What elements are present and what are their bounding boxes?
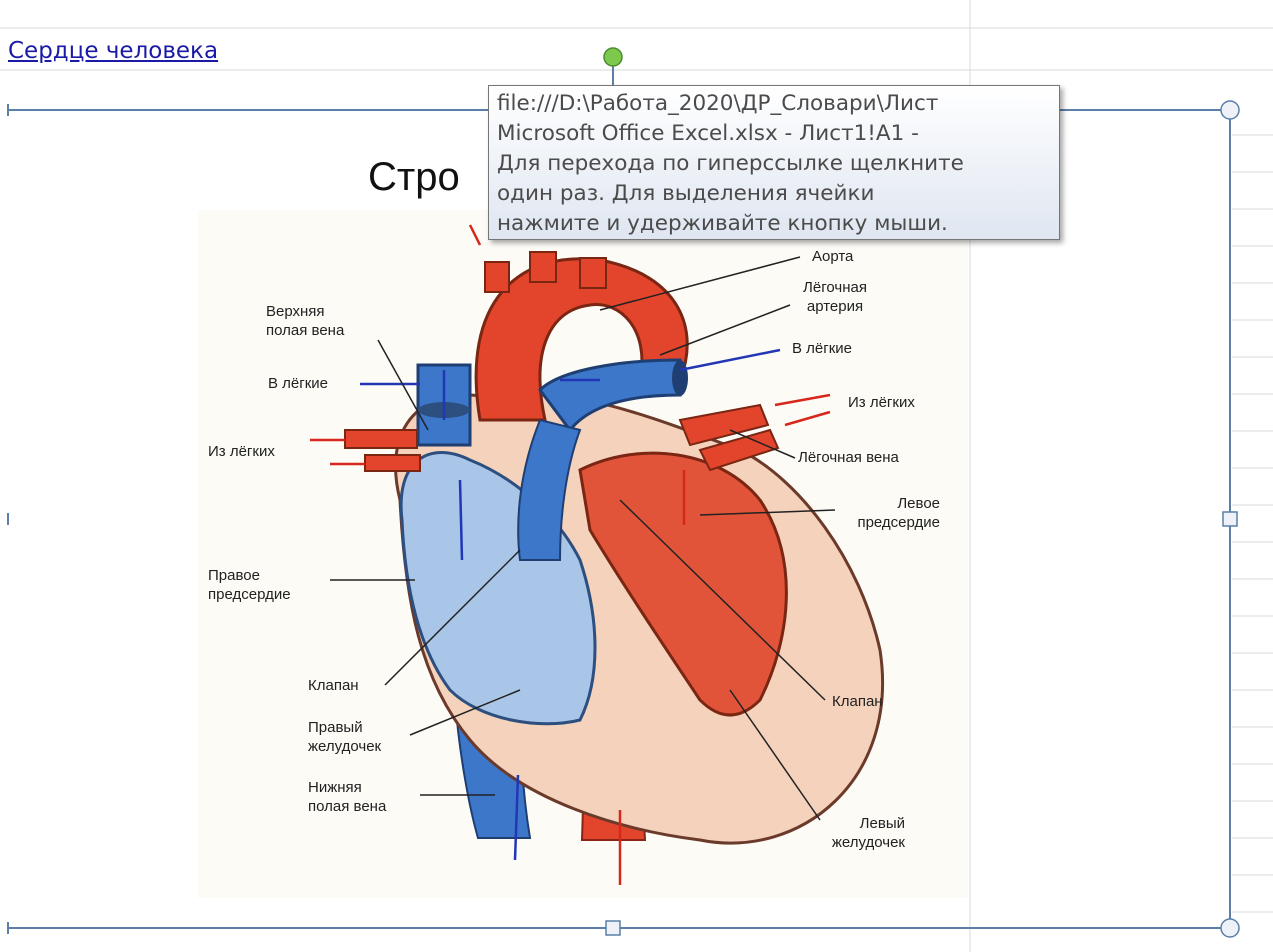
label-inferior-vena-cava-line1: Нижняя [308, 778, 386, 797]
label-pulmonary-vein: Лёгочная вена [798, 448, 899, 467]
resize-handle-top-right[interactable] [1219, 99, 1241, 121]
label-superior-vena-cava: Верхняя полая вена [266, 302, 344, 340]
label-inferior-vena-cava-line2: полая вена [308, 797, 386, 816]
label-left-ventricle-line2: желудочек [790, 833, 905, 852]
label-left-ventricle: Левый желудочек [790, 814, 905, 852]
chart-title: Стро [368, 155, 460, 200]
rotation-handle[interactable] [602, 46, 624, 68]
label-left-atrium-line1: Левое [830, 494, 940, 513]
label-inferior-vena-cava: Нижняя полая вена [308, 778, 386, 816]
label-right-ventricle-line1: Правый [308, 718, 381, 737]
label-left-atrium-line2: предсердие [830, 513, 940, 532]
label-pulmonary-artery: Лёгочная артерия [795, 278, 875, 316]
hyperlink-cell[interactable]: Сердце человека [8, 38, 218, 64]
label-superior-vena-cava-line1: Верхняя [266, 302, 344, 321]
label-to-lungs-right: В лёгкие [792, 339, 852, 358]
resize-handle-bottom-middle[interactable] [604, 919, 622, 937]
tooltip-line-3: Для перехода по гиперссылке щелкните [497, 149, 1051, 179]
label-from-lungs-right: Из лёгких [848, 393, 915, 412]
tooltip-line-5: нажмите и удерживайте кнопку мыши. [497, 209, 1051, 239]
tooltip-line-2: Microsoft Office Excel.xlsx - Лист1!A1 - [497, 119, 1051, 149]
tooltip-line-1: file:///D:\Работа_2020\ДР_Словари\Лист [497, 89, 1051, 119]
label-valve-left: Клапан [308, 676, 359, 695]
label-to-lungs-left: В лёгкие [268, 374, 328, 393]
label-right-atrium: Правое предсердие [208, 566, 291, 604]
label-left-ventricle-line1: Левый [790, 814, 905, 833]
label-from-lungs-left: Из лёгких [208, 442, 275, 461]
label-right-atrium-line2: предсердие [208, 585, 291, 604]
tooltip-line-4: один раз. Для выделения ячейки [497, 179, 1051, 209]
label-aorta: Аорта [812, 247, 853, 266]
label-pulmonary-artery-line2: артерия [795, 297, 875, 316]
label-right-ventricle: Правый желудочек [308, 718, 381, 756]
label-pulmonary-artery-line1: Лёгочная [795, 278, 875, 297]
label-superior-vena-cava-line2: полая вена [266, 321, 344, 340]
resize-handle-middle-right[interactable] [1221, 510, 1239, 528]
label-right-atrium-line1: Правое [208, 566, 291, 585]
label-left-atrium: Левое предсердие [830, 494, 940, 532]
hyperlink-tooltip: file:///D:\Работа_2020\ДР_Словари\Лист M… [488, 85, 1060, 240]
label-valve-right: Клапан [832, 692, 883, 711]
label-right-ventricle-line2: желудочек [308, 737, 381, 756]
resize-handle-bottom-right[interactable] [1219, 917, 1241, 939]
